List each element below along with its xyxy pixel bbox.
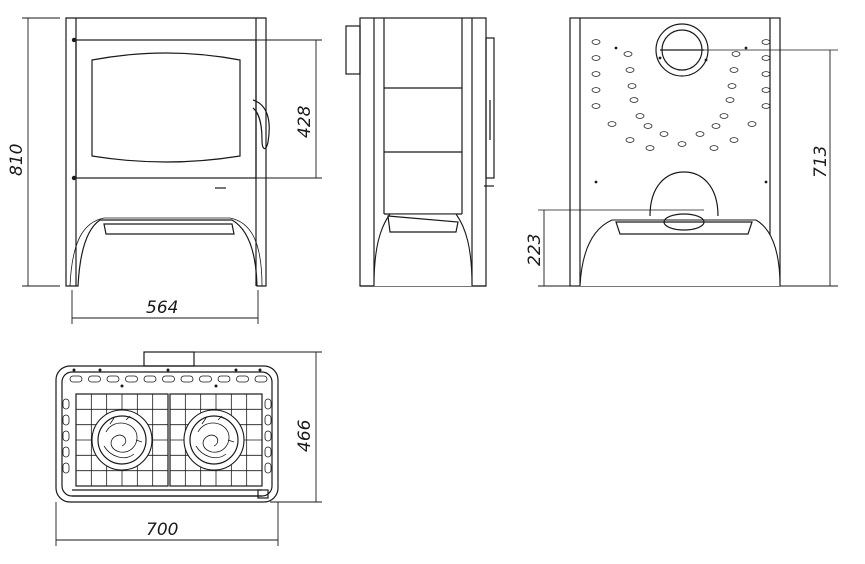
side-slot: [264, 398, 272, 410]
top-slots: [69, 368, 268, 388]
vent-slot: [625, 67, 635, 73]
back-view: [538, 17, 838, 287]
slot-dot: [234, 368, 238, 372]
side-slot: [62, 462, 70, 474]
vent-slot: [731, 51, 741, 57]
top-slot: [162, 375, 175, 383]
top-slot: [180, 375, 194, 383]
top-slot: [143, 375, 157, 383]
dim-564-label: 564: [146, 298, 178, 318]
side-slot: [264, 462, 272, 474]
vent-slot: [761, 71, 771, 77]
top-slot: [254, 375, 268, 383]
vent-slot: [711, 123, 721, 129]
slot-dot: [166, 368, 170, 372]
vent-slot: [591, 39, 601, 45]
hotplate-left: [91, 409, 153, 471]
dim-223: 223: [525, 210, 578, 287]
dim-700: 700: [55, 502, 279, 546]
top-slot: [69, 375, 83, 383]
side-slot: [264, 430, 272, 442]
vent-slot: [591, 55, 601, 61]
vent-slot: [643, 123, 653, 129]
side-slot: [264, 414, 272, 426]
dim-466-label: 466: [295, 419, 315, 452]
slot-dot: [258, 368, 262, 372]
side-slot: [62, 446, 70, 458]
slot-dot: [72, 368, 76, 372]
vent-slot: [591, 103, 601, 109]
vent-slot: [607, 121, 617, 127]
side-slot: [62, 414, 70, 426]
dim-810-label: 810: [7, 144, 27, 176]
vent-slot: [719, 113, 729, 119]
vent-slot: [591, 87, 601, 93]
vent-slot: [761, 39, 771, 45]
vent-dot: [614, 46, 618, 50]
vent-dot: [658, 56, 662, 60]
vent-dot: [704, 58, 708, 62]
dim-428: 428: [256, 39, 322, 179]
slot-dot: [98, 368, 102, 372]
hotplate-right: [183, 409, 245, 471]
vent-slot: [747, 121, 757, 127]
vent-slot: [677, 141, 687, 147]
vent-slot: [761, 55, 771, 61]
top-slot: [217, 375, 231, 383]
vent-slot: [761, 103, 771, 109]
front-view: [65, 17, 270, 287]
vent-dot: [744, 46, 748, 50]
vent-slot: [659, 131, 669, 137]
vent-slot: [629, 97, 639, 103]
top-slot: [236, 375, 249, 383]
top-slot: [199, 375, 212, 383]
vent-slot: [591, 71, 601, 77]
dim-810: 810: [7, 17, 60, 287]
vent-slot: [725, 97, 735, 103]
dim-700-label: 700: [146, 520, 178, 540]
slot-dot: [120, 384, 124, 388]
top-slot: [125, 375, 138, 383]
side-slot: [62, 398, 70, 410]
dim-713-label: 713: [811, 146, 831, 178]
vent-slot: [645, 145, 655, 151]
vent-slot: [627, 83, 637, 89]
dim-713: 713: [780, 50, 838, 287]
vent-slot: [729, 67, 739, 73]
top-slot: [88, 375, 101, 383]
dim-466: 466: [194, 351, 322, 503]
vent-slot: [727, 83, 737, 89]
side-slot: [264, 446, 272, 458]
back-vents: [591, 39, 771, 184]
vent-slot: [761, 87, 771, 93]
dim-223-label: 223: [525, 234, 545, 266]
vent-slot: [709, 145, 719, 151]
vent-slot: [623, 51, 633, 57]
slot-dot: [214, 384, 218, 388]
vent-dot: [594, 180, 598, 184]
vent-slot: [625, 137, 635, 143]
side-slot: [62, 430, 70, 442]
top-slot: [106, 375, 120, 383]
vent-slot: [729, 137, 739, 143]
dim-428-label: 428: [295, 105, 315, 138]
top-view: [55, 351, 279, 503]
vent-slot: [695, 131, 705, 137]
dim-564: 564: [71, 290, 259, 324]
side-view: [345, 17, 495, 287]
side-slots: [62, 398, 272, 474]
vent-slot: [635, 113, 645, 119]
vent-dot: [764, 180, 768, 184]
